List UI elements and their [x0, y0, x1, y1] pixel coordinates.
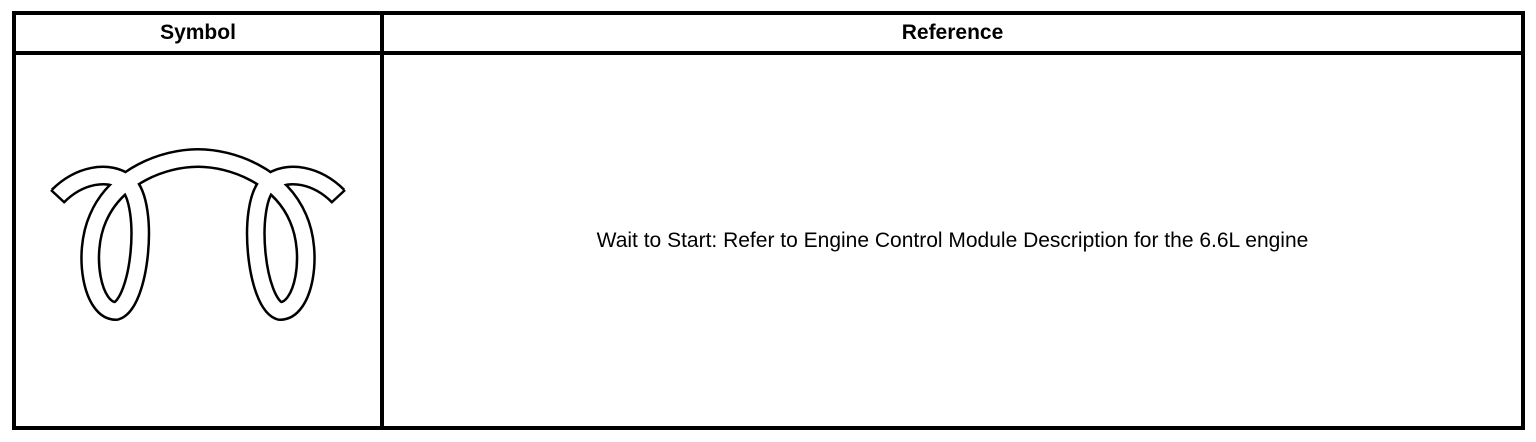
glow-plug-coil-icon: [50, 147, 346, 321]
table-header-row: Symbol Reference: [12, 11, 1525, 55]
reference-cell: Wait to Start: Refer to Engine Control M…: [380, 51, 1525, 430]
symbol-column-header: Symbol: [12, 11, 384, 55]
reference-column-header: Reference: [380, 11, 1525, 55]
symbol-cell: [12, 51, 384, 430]
table-row: Wait to Start: Refer to Engine Control M…: [12, 51, 1525, 430]
symbol-reference-table: Symbol Reference Wait to Start: Refer to…: [12, 11, 1525, 430]
